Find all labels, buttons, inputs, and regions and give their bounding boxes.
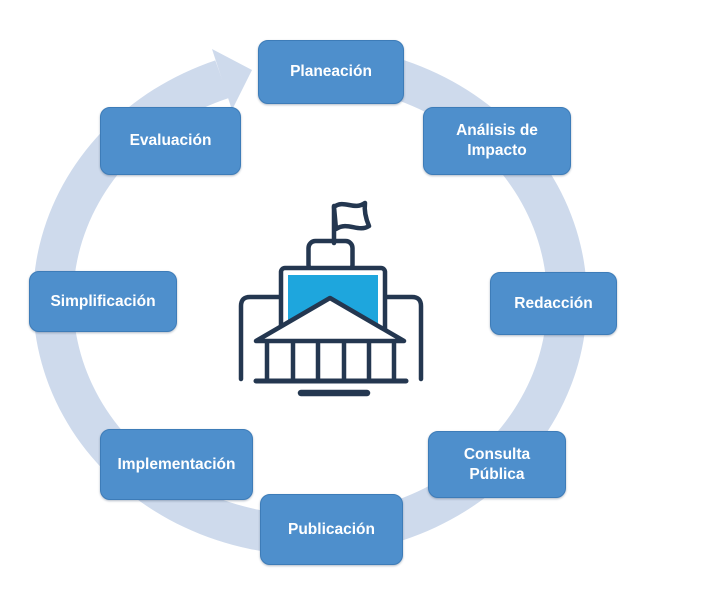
stage-evaluacion: Evaluación: [100, 107, 241, 175]
stage-label: Implementación: [117, 455, 236, 473]
stage-redaccion: Redacción: [490, 272, 617, 335]
stage-label: Consulta Pública: [463, 445, 531, 483]
cycle-arrow-head-icon: [212, 49, 252, 110]
stage-planeacion: Planeación: [258, 40, 404, 104]
stage-simplificacion: Simplificación: [29, 271, 177, 332]
stage-label: Planeación: [290, 63, 372, 81]
stage-label: Análisis de Impacto: [456, 122, 538, 159]
stage-implementacion: Implementación: [100, 429, 253, 500]
stage-publicacion: Publicación: [260, 494, 403, 565]
stage-consulta-publica: Consulta Pública: [428, 431, 566, 498]
building-columns: [264, 340, 397, 382]
flag-icon: [331, 200, 372, 232]
stage-label: Publicación: [288, 520, 375, 538]
stage-analisis-de-impacto: Análisis de Impacto: [423, 107, 571, 175]
building-left-wing: [238, 294, 284, 382]
building-right-wing: [382, 294, 424, 382]
stage-label: Redacción: [514, 294, 593, 312]
government-building-icon: [238, 200, 424, 397]
building-pediment: [253, 295, 407, 344]
stage-label: Evaluación: [129, 132, 212, 150]
stage-label: Simplificación: [50, 292, 156, 310]
